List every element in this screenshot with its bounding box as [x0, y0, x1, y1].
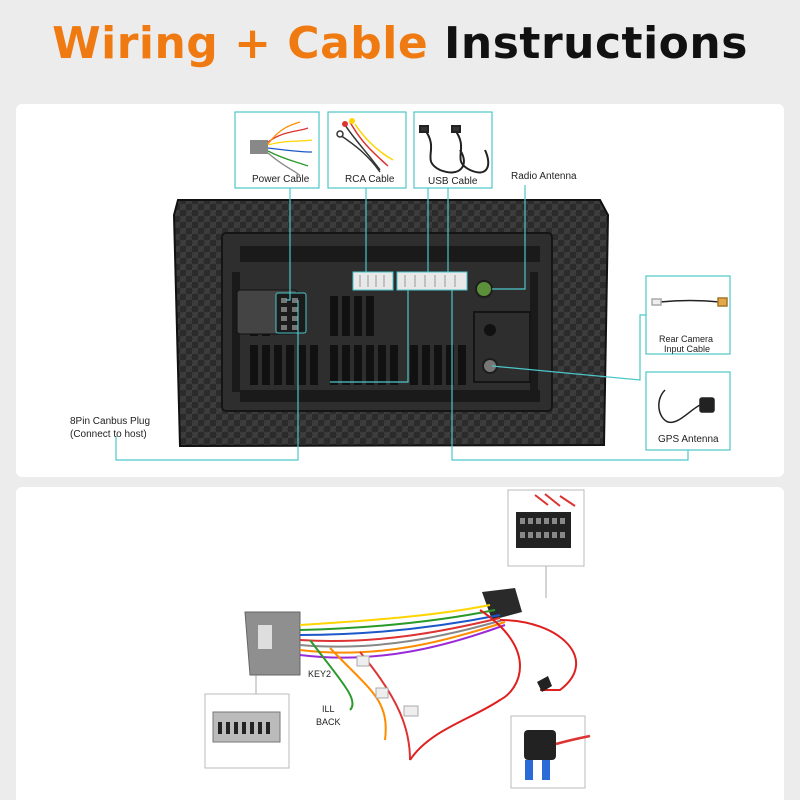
back-label: BACK	[316, 717, 341, 727]
harness-panel	[16, 487, 784, 800]
rear-camera-label-line2: Input Cable	[664, 344, 711, 354]
rca-cable-thumb	[336, 118, 394, 173]
rear-camera-label-line1: Rear Camera	[659, 334, 714, 344]
canbus-label-line2: (Connect to host)	[70, 429, 147, 440]
harness-graphics	[204, 489, 591, 789]
title-main: Instructions	[444, 18, 748, 69]
radio-antenna-label: Radio Antenna	[511, 171, 577, 182]
canbus-label-line1: 8Pin Canbus Plug	[70, 416, 151, 427]
gps-antenna-thumb	[658, 389, 715, 424]
head-unit-back	[172, 199, 610, 448]
page-title: Wiring + Cable Instructions	[0, 18, 800, 69]
rear-camera-thumb	[651, 297, 728, 307]
key2-label: KEY2	[308, 669, 332, 679]
power-cable-thumb	[250, 121, 313, 177]
ill-label: ILL	[322, 704, 335, 714]
usb-cable-thumb	[419, 125, 490, 174]
gps-antenna-label: GPS Antenna	[658, 434, 719, 445]
rca-cable-label: RCA Cable	[345, 174, 395, 185]
power-cable-label: Power Cable	[252, 174, 310, 185]
usb-cable-label: USB Cable	[428, 176, 478, 187]
title-accent: Wiring + Cable	[52, 18, 429, 69]
